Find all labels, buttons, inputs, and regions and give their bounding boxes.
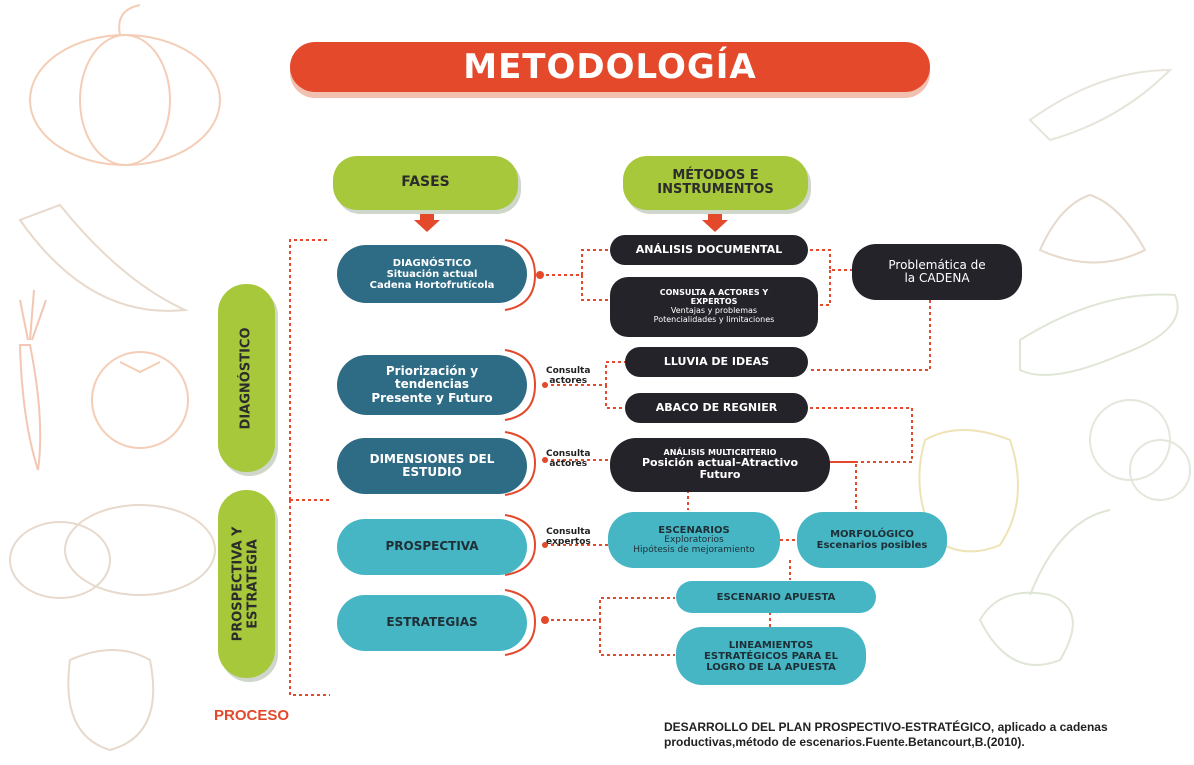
page-title: METODOLOGÍA: [290, 42, 930, 92]
cucumber-drawing: [1019, 293, 1179, 376]
method-analisis-documental: ANÁLISIS DOCUMENTAL: [610, 235, 808, 265]
beet-drawing: [978, 509, 1111, 666]
consulta-actores-tag: Consulta actores: [546, 449, 590, 470]
method-morfologico: MORFOLÓGICO Escenarios posibles: [797, 512, 947, 568]
consulta-expertos-tag: Consulta expertos: [546, 527, 591, 548]
potato-drawing: [9, 504, 216, 599]
diagnostico-stage-text: DIAGNÓSTICO: [238, 327, 254, 429]
method-line: Hipótesis de mejoramiento: [633, 544, 755, 555]
tomato-drawing: [91, 351, 189, 449]
tag-line: Consulta: [546, 366, 591, 376]
pea-pod-drawing: [1028, 68, 1173, 142]
phase-line: DIMENSIONES DEL: [369, 451, 495, 466]
method-line: CONSULTA A ACTORES Y: [659, 288, 769, 298]
method-line: LINEAMIENTOS: [728, 639, 814, 651]
method-line: Posición actual–Atractivo: [641, 456, 799, 470]
method-escenario-apuesta: ESCENARIO APUESTA: [676, 581, 876, 613]
broccoli-drawing: [1089, 399, 1191, 501]
method-line: ESCENARIOS: [658, 524, 730, 536]
phase-line: tendencias: [394, 377, 470, 392]
caption-line: DESARROLLO DEL PLAN PROSPECTIVO-ESTRATÉG…: [664, 720, 1108, 734]
phase-diagnostico: DIAGNÓSTICO Situación actual Cadena Hort…: [337, 245, 527, 303]
tag-line: expertos: [546, 537, 591, 548]
pepper-drawing: [18, 203, 189, 312]
tag-line: actores: [549, 376, 588, 387]
method-line: Exploratorios: [664, 534, 724, 545]
phase-line: Cadena Hortofrutícola: [369, 279, 495, 291]
onion-drawing: [67, 649, 155, 752]
tag-line: Consulta: [546, 449, 591, 459]
phase-line: DIAGNÓSTICO: [392, 257, 472, 269]
phase-priorizacion: Priorización y tendencias Presente y Fut…: [337, 355, 527, 415]
phase-estrategias: ESTRATEGIAS: [337, 595, 527, 651]
metodos-header-line: INSTRUMENTOS: [657, 182, 774, 197]
method-abaco-de-regnier: ABACO DE REGNIER: [625, 393, 808, 423]
fases-header: FASES: [333, 156, 518, 210]
tag-line: actores: [549, 459, 588, 470]
method-analisis-multicriterio: ANÁLISIS MULTICRITERIO Posición actual–A…: [610, 438, 830, 492]
metodos-header-line: MÉTODOS E: [672, 167, 759, 183]
diagnostico-stage-label: DIAGNÓSTICO: [218, 284, 275, 472]
method-line: la CADENA: [904, 271, 970, 285]
method-line: ESTRATÉGICOS PARA EL: [704, 650, 838, 662]
carrot-drawing: [18, 289, 47, 471]
method-line: MORFOLÓGICO: [830, 529, 914, 540]
method-line: LOGRO DE LA APUESTA: [706, 661, 836, 673]
prospectiva-stage-text: PROSPECTIVA Y: [230, 526, 246, 642]
method-problematica-cadena: Problemática de la CADENA: [852, 244, 1022, 300]
phase-line: ESTUDIO: [402, 465, 462, 479]
method-lineamientos: LINEAMIENTOS ESTRATÉGICOS PARA EL LOGRO …: [676, 627, 866, 685]
phase-dimensiones: DIMENSIONES DEL ESTUDIO: [337, 438, 527, 494]
method-line: ANÁLISIS MULTICRITERIO: [663, 447, 777, 457]
prospectiva-stage-label: PROSPECTIVA Y ESTRATEGIA: [218, 490, 275, 678]
method-escenarios: ESCENARIOS Exploratorios Hipótesis de me…: [608, 512, 780, 568]
method-line: Potencialidades y limitaciones: [653, 314, 775, 324]
caption-line: productivas,método de escenarios.Fuente.…: [664, 735, 1025, 749]
bell-pepper-drawing: [918, 429, 1019, 553]
method-line: Escenarios posibles: [816, 540, 928, 551]
phase-line: Priorización y: [385, 364, 479, 379]
method-line: EXPERTOS: [690, 297, 738, 307]
pumpkin-drawing: [29, 4, 221, 166]
phase-line: Presente y Futuro: [371, 390, 493, 405]
tag-line: Consulta: [546, 527, 591, 537]
source-caption: DESARROLLO DEL PLAN PROSPECTIVO-ESTRATÉG…: [664, 720, 1184, 750]
phase-line: Situación actual: [386, 268, 478, 280]
consulta-actores-tag: Consulta actores: [546, 366, 590, 387]
metodos-header: MÉTODOS E INSTRUMENTOS: [623, 156, 808, 210]
method-line: Ventajas y problemas: [670, 306, 758, 315]
method-line: Problemática de: [888, 257, 986, 272]
proceso-label: PROCESO: [214, 707, 290, 724]
phase-prospectiva: PROSPECTIVA: [337, 519, 527, 575]
method-consulta-actores: CONSULTA A ACTORES Y EXPERTOS Ventajas y…: [610, 277, 818, 337]
prospectiva-stage-text: ESTRATEGIA: [245, 539, 261, 629]
garlic-drawing: [1038, 193, 1147, 264]
method-lluvia-de-ideas: LLUVIA DE IDEAS: [625, 347, 808, 377]
method-line: Futuro: [699, 468, 741, 482]
